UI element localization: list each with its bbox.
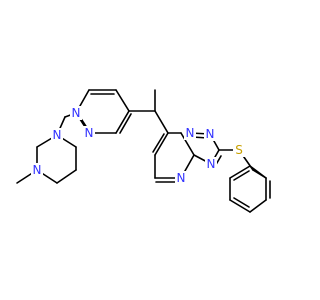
n-core-bridge: N — [184, 126, 196, 140]
atom-label-n: N — [33, 163, 42, 177]
atom-label-n: N — [85, 126, 94, 140]
bond — [233, 170, 250, 181]
n-pyrimidine-1: N — [83, 126, 95, 140]
bond — [233, 197, 250, 208]
atom-label-n: N — [206, 127, 215, 141]
atom-label-n: N — [207, 157, 216, 171]
atom-label-n: N — [72, 106, 81, 120]
n-pyrimidine-2: N — [70, 106, 82, 120]
molecule-structure: N N N N N N N N — [16, 89, 271, 213]
n-core-top: N — [204, 127, 216, 141]
structure-canvas: N N N N N N N N — [16, 89, 271, 213]
atom-labels: N N N N N N N N — [31, 106, 245, 185]
bond — [229, 165, 251, 179]
bond — [119, 113, 132, 134]
atom-label-n: N — [186, 126, 195, 140]
n-core-bottom: N — [175, 171, 187, 185]
bond — [180, 132, 195, 156]
n-piperazine-top: N — [51, 128, 63, 142]
bond — [115, 89, 130, 112]
n-piperazine-bottom: N — [31, 163, 43, 177]
s-thioether: S — [233, 143, 245, 157]
bond — [249, 199, 267, 213]
bond — [229, 199, 251, 213]
bond — [249, 165, 267, 179]
n-core-right: N — [205, 157, 217, 171]
bond — [115, 110, 130, 134]
bond — [56, 169, 77, 184]
bond — [152, 133, 165, 153]
atom-label-s: S — [235, 143, 243, 157]
bond — [154, 110, 169, 134]
atom-label-n: N — [53, 128, 62, 142]
bond — [154, 132, 169, 156]
atom-label-n: N — [177, 171, 186, 185]
bonds — [16, 89, 271, 213]
